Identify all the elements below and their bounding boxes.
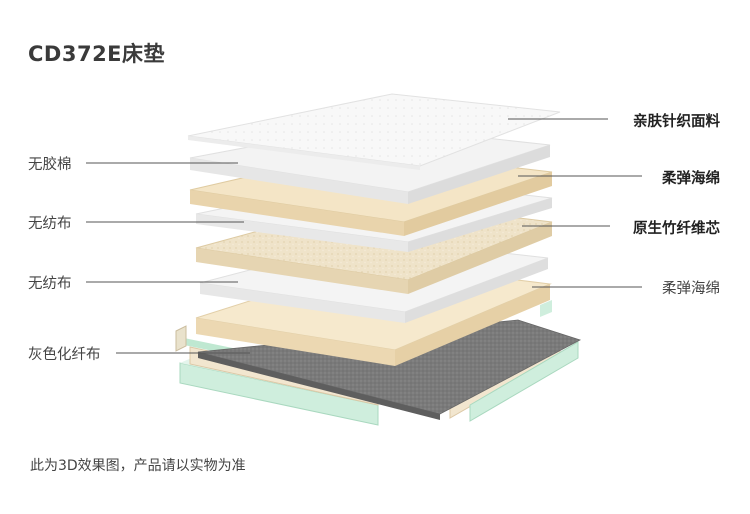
label-soft-foam-1: 柔弹海绵 xyxy=(662,171,720,187)
label-bamboo-core: 原生竹纤维芯 xyxy=(633,221,720,237)
label-soft-foam-2: 柔弹海绵 xyxy=(662,281,720,297)
label-non-woven-1: 无纺布 xyxy=(28,216,72,232)
knit-fabric-layer xyxy=(187,93,561,170)
label-no-glue-cotton: 无胶棉 xyxy=(28,157,72,173)
label-knit-fabric: 亲肤针织面料 xyxy=(633,114,720,130)
page-title: CD372E床垫 xyxy=(28,42,166,66)
label-non-woven-2: 无纺布 xyxy=(28,276,72,292)
label-gray-fiber-cloth: 灰色化纤布 xyxy=(28,347,101,363)
disclaimer-note: 此为3D效果图，产品请以实物为准 xyxy=(30,458,246,474)
